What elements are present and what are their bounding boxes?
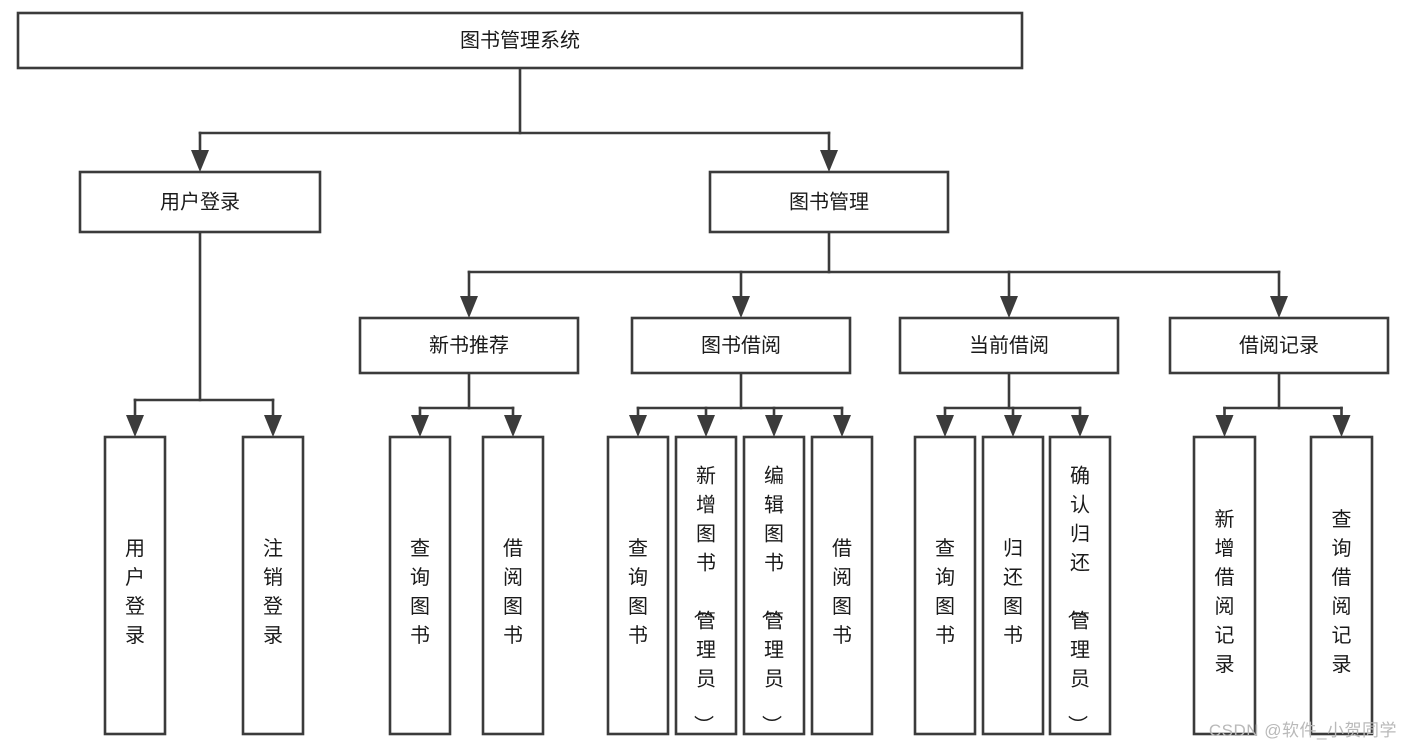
node-root[interactable]: 图书管理系统 xyxy=(16,11,1024,70)
arrow-head-leaf-query-book-2 xyxy=(629,415,647,437)
node-label-leaf-add-borrow-record: 新增借阅记录 xyxy=(1215,508,1235,676)
node-leaf-user-logout[interactable]: 注销登录 xyxy=(241,435,305,736)
arrow-head-leaf-borrow-book-2 xyxy=(833,415,851,437)
arrow-head-new-book-recommend xyxy=(460,296,478,318)
node-new-book-recommend[interactable]: 新书推荐 xyxy=(358,316,580,375)
node-box-user-login xyxy=(78,170,322,234)
node-box-leaf-user-login xyxy=(103,435,167,736)
arrow-head-book-borrow xyxy=(732,296,750,318)
node-leaf-query-borrow-record[interactable]: 查询借阅记录 xyxy=(1309,435,1374,736)
node-label-borrow-record: 借阅记录 xyxy=(1239,334,1319,357)
node-label-leaf-return-book: 归还图书 xyxy=(1003,537,1023,647)
edge-group-borrow-record xyxy=(1215,371,1351,437)
arrow-head-leaf-user-login xyxy=(126,415,144,437)
edge-group-root xyxy=(191,66,838,172)
node-label-leaf-query-book-1: 查询图书 xyxy=(410,537,430,647)
node-label-book-borrow: 图书借阅 xyxy=(701,334,781,357)
node-label-new-book-recommend: 新书推荐 xyxy=(429,334,509,357)
node-leaf-return-book[interactable]: 归还图书 xyxy=(981,435,1045,736)
nodes-layer: 图书管理系统用户登录图书管理新书推荐图书借阅当前借阅借阅记录用户登录注销登录查询… xyxy=(16,11,1390,736)
node-label-book-manage: 图书管理 xyxy=(789,190,869,213)
node-label-leaf-query-book-2: 查询图书 xyxy=(628,537,648,647)
node-box-leaf-add-book-admin xyxy=(674,435,738,736)
node-label-leaf-borrow-book-1: 借阅图书 xyxy=(503,537,523,647)
node-book-borrow[interactable]: 图书借阅 xyxy=(630,316,852,375)
node-leaf-query-book-3[interactable]: 查询图书 xyxy=(913,435,977,736)
node-leaf-query-book-1[interactable]: 查询图书 xyxy=(388,435,452,736)
node-label-leaf-add-book-admin: 新增图书（管理员） xyxy=(691,465,716,735)
arrow-head-leaf-query-borrow-record xyxy=(1332,415,1351,437)
edges-layer xyxy=(126,66,1351,437)
node-label-root: 图书管理系统 xyxy=(460,29,580,52)
node-user-login[interactable]: 用户登录 xyxy=(78,170,322,234)
node-box-leaf-query-book-1 xyxy=(388,435,452,736)
arrow-head-leaf-borrow-book-1 xyxy=(504,415,522,437)
node-leaf-user-login[interactable]: 用户登录 xyxy=(103,435,167,736)
arrow-head-leaf-query-book-1 xyxy=(411,415,429,437)
node-box-book-borrow xyxy=(630,316,852,375)
node-box-leaf-query-book-3 xyxy=(913,435,977,736)
node-label-leaf-confirm-return-admin: 确认归还（管理员） xyxy=(1065,465,1090,735)
node-leaf-confirm-return-admin[interactable]: 确认归还（管理员） xyxy=(1048,435,1112,736)
node-box-leaf-user-logout xyxy=(241,435,305,736)
node-box-root xyxy=(16,11,1024,70)
node-box-leaf-add-borrow-record xyxy=(1192,435,1257,736)
arrow-head-leaf-add-book-admin xyxy=(697,415,715,437)
watermark-text: CSDN @软件_小贺同学 xyxy=(1208,721,1397,740)
node-leaf-add-borrow-record[interactable]: 新增借阅记录 xyxy=(1192,435,1257,736)
node-box-leaf-query-book-2 xyxy=(606,435,670,736)
node-box-leaf-query-borrow-record xyxy=(1309,435,1374,736)
node-label-leaf-user-login: 用户登录 xyxy=(125,538,145,647)
node-book-manage[interactable]: 图书管理 xyxy=(708,170,950,234)
node-box-new-book-recommend xyxy=(358,316,580,375)
node-label-user-login: 用户登录 xyxy=(160,190,240,213)
edge-group-current-borrow xyxy=(936,371,1089,437)
node-box-leaf-borrow-book-2 xyxy=(810,435,874,736)
node-current-borrow[interactable]: 当前借阅 xyxy=(898,316,1120,375)
node-leaf-query-book-2[interactable]: 查询图书 xyxy=(606,435,670,736)
node-box-book-manage xyxy=(708,170,950,234)
edge-group-new-book-recommend xyxy=(411,371,522,437)
node-label-leaf-edit-book-admin: 编辑图书（管理员） xyxy=(759,465,784,735)
arrow-head-book-manage xyxy=(820,150,838,172)
arrow-head-current-borrow xyxy=(1000,296,1018,318)
arrow-head-leaf-query-book-3 xyxy=(936,415,954,437)
node-box-leaf-confirm-return-admin xyxy=(1048,435,1112,736)
node-label-leaf-borrow-book-2: 借阅图书 xyxy=(832,537,852,647)
node-leaf-borrow-book-2[interactable]: 借阅图书 xyxy=(810,435,874,736)
arrow-head-leaf-user-logout xyxy=(264,415,282,437)
node-box-borrow-record xyxy=(1168,316,1390,375)
arrow-head-leaf-add-borrow-record xyxy=(1215,415,1234,437)
edge-group-book-borrow xyxy=(629,371,851,437)
node-borrow-record[interactable]: 借阅记录 xyxy=(1168,316,1390,375)
node-label-leaf-query-borrow-record: 查询借阅记录 xyxy=(1332,508,1352,676)
node-box-leaf-return-book xyxy=(981,435,1045,736)
node-box-leaf-borrow-book-1 xyxy=(481,435,545,736)
node-box-leaf-edit-book-admin xyxy=(742,435,806,736)
arrow-head-borrow-record xyxy=(1270,296,1288,318)
node-leaf-add-book-admin[interactable]: 新增图书（管理员） xyxy=(674,435,738,736)
edge-group-book-manage xyxy=(460,230,1288,318)
arrow-head-leaf-edit-book-admin xyxy=(765,415,783,437)
node-leaf-edit-book-admin[interactable]: 编辑图书（管理员） xyxy=(742,435,806,736)
edge-group-user-login xyxy=(126,230,282,437)
node-box-current-borrow xyxy=(898,316,1120,375)
node-label-leaf-query-book-3: 查询图书 xyxy=(935,537,955,647)
node-leaf-borrow-book-1[interactable]: 借阅图书 xyxy=(481,435,545,736)
arrow-head-leaf-confirm-return-admin xyxy=(1071,415,1089,437)
node-label-current-borrow: 当前借阅 xyxy=(969,334,1049,357)
node-label-leaf-user-logout: 注销登录 xyxy=(263,537,283,647)
arrow-head-user-login xyxy=(191,150,209,172)
arrow-head-leaf-return-book xyxy=(1004,415,1022,437)
